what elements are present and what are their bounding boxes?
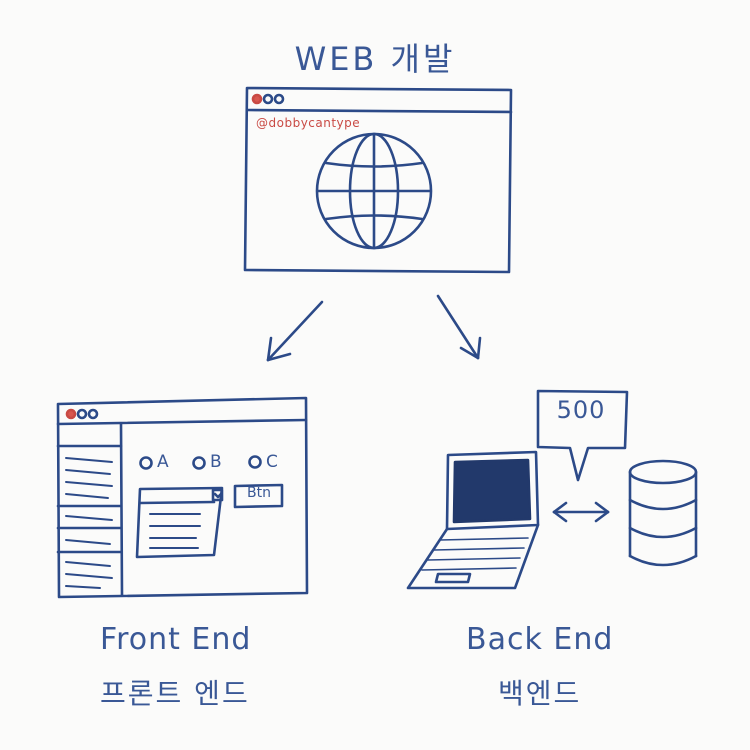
backend-korean-label: 백엔드 [498, 677, 582, 710]
dropdown-panel [135, 486, 224, 559]
sidebar-divider [119, 422, 124, 597]
radio-a [139, 456, 153, 470]
status-code-label: 500 [556, 396, 606, 424]
sample-button-label: Btn [247, 485, 271, 501]
arrow-down-left-icon [266, 300, 324, 362]
backend-label: Back End [466, 622, 614, 657]
frontend-label: Front End [100, 622, 252, 657]
sidebar-text-lines [65, 457, 113, 589]
option-a-label: A [157, 452, 169, 472]
frontend-korean-label: 프론트 엔드 [100, 677, 250, 710]
top-browser-window [243, 86, 513, 274]
radio-c [248, 455, 262, 469]
database-icon [628, 459, 698, 567]
watermark-handle: @dobbycantype [256, 116, 361, 130]
frontend-browser-window [56, 396, 309, 599]
speech-bubble-icon [536, 389, 629, 482]
globe-icon [315, 132, 433, 250]
option-c-label: C [266, 452, 278, 472]
double-arrow-icon [552, 501, 610, 523]
option-b-label: B [210, 452, 222, 472]
laptop-icon [406, 450, 540, 590]
btn-outline [233, 483, 284, 509]
arrow-down-right-icon [436, 294, 482, 360]
radio-b [192, 456, 206, 470]
diagram-title: WEB 개발 [294, 40, 456, 78]
